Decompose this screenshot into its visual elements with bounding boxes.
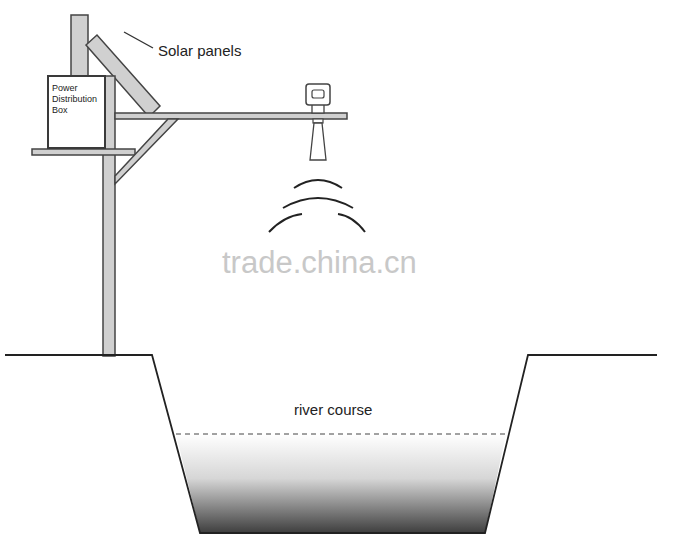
signal-wave <box>294 180 342 188</box>
brace <box>115 119 178 184</box>
signal-wave <box>338 214 365 232</box>
sensor-horn <box>310 123 326 160</box>
power-box: Power Distribution Box <box>47 75 106 149</box>
leader-line <box>124 32 153 48</box>
sensor-display <box>312 90 324 98</box>
mast-top <box>71 15 88 77</box>
arm <box>115 113 347 119</box>
label: Solar panels <box>158 42 241 59</box>
box-label: Power Distribution Box <box>52 83 101 116</box>
label: river course <box>294 401 372 418</box>
signal-wave <box>269 214 302 232</box>
signal-wave <box>283 198 353 208</box>
water <box>176 434 506 533</box>
river-channel <box>5 355 657 533</box>
water-level <box>176 434 506 435</box>
sensor-head <box>306 84 330 105</box>
shelf <box>32 149 135 155</box>
watermark: trade.china.cn <box>222 245 417 281</box>
